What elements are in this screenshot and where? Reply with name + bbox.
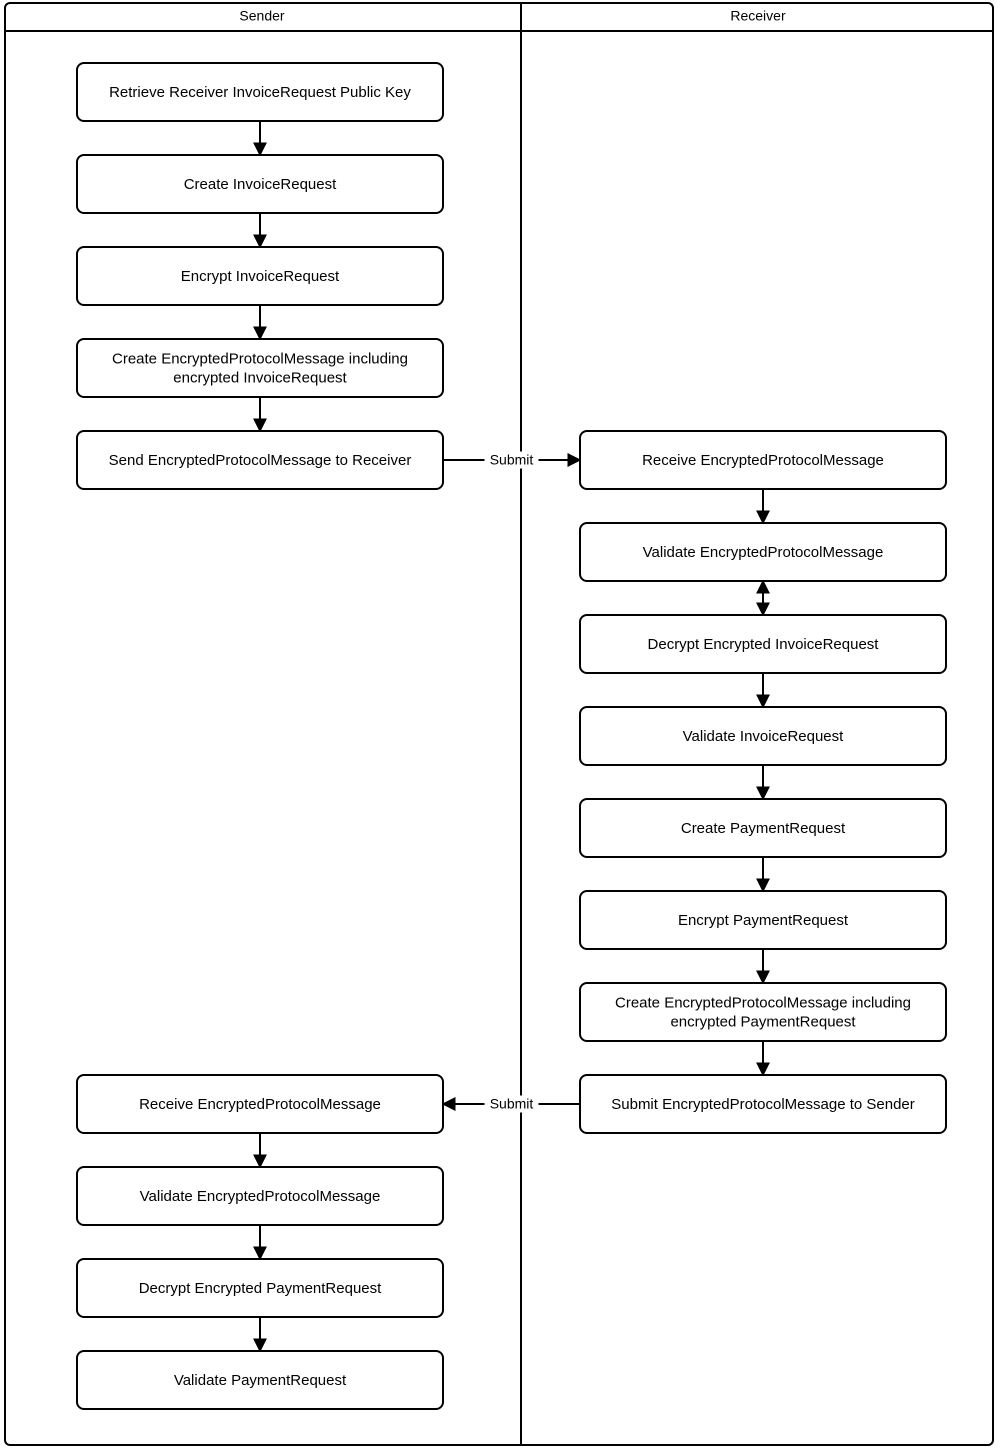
- process-node-s2[interactable]: Create InvoiceRequest: [76, 154, 444, 214]
- node-box[interactable]: [579, 706, 947, 766]
- process-node-r5[interactable]: Create PaymentRequest: [579, 798, 947, 858]
- node-label-line: Receive EncryptedProtocolMessage: [642, 452, 884, 469]
- node-label-line: Receive EncryptedProtocolMessage: [139, 1096, 381, 1113]
- process-node-s7[interactable]: Validate EncryptedProtocolMessage: [76, 1166, 444, 1226]
- node-label-line: encrypted InvoiceRequest: [173, 370, 347, 387]
- node-label-line: Send EncryptedProtocolMessage to Receive…: [109, 452, 412, 469]
- node-label: Retrieve Receiver InvoiceRequest Public …: [109, 84, 411, 101]
- node-label-line: Decrypt Encrypted InvoiceRequest: [648, 636, 880, 653]
- node-label-line: Validate EncryptedProtocolMessage: [643, 544, 884, 561]
- node-label-line: Validate InvoiceRequest: [683, 728, 844, 745]
- process-node-r6[interactable]: Encrypt PaymentRequest: [579, 890, 947, 950]
- edge-label: Submit: [490, 1096, 534, 1112]
- node-box[interactable]: [579, 614, 947, 674]
- node-label: Submit EncryptedProtocolMessage to Sende…: [611, 1096, 915, 1113]
- node-box[interactable]: [76, 430, 444, 490]
- node-label-line: Create PaymentRequest: [681, 820, 846, 837]
- node-box[interactable]: [76, 1350, 444, 1410]
- node-box[interactable]: [76, 1074, 444, 1134]
- edge-label: Submit: [490, 452, 534, 468]
- lane-title-receiver: Receiver: [730, 8, 786, 24]
- node-label: Decrypt Encrypted InvoiceRequest: [648, 636, 880, 653]
- process-node-r4[interactable]: Validate InvoiceRequest: [579, 706, 947, 766]
- edge-label-backdrop: [484, 451, 539, 469]
- process-node-s4[interactable]: Create EncryptedProtocolMessage includin…: [76, 338, 444, 398]
- node-label: Validate EncryptedProtocolMessage: [643, 544, 884, 561]
- process-node-r2[interactable]: Validate EncryptedProtocolMessage: [579, 522, 947, 582]
- node-box[interactable]: [579, 890, 947, 950]
- node-label: Encrypt InvoiceRequest: [181, 268, 340, 285]
- node-label: Receive EncryptedProtocolMessage: [139, 1096, 381, 1113]
- node-label: Decrypt Encrypted PaymentRequest: [139, 1280, 382, 1297]
- process-node-s6[interactable]: Receive EncryptedProtocolMessage: [76, 1074, 444, 1134]
- node-label-line: Submit EncryptedProtocolMessage to Sende…: [611, 1096, 915, 1113]
- node-label-line: Encrypt PaymentRequest: [678, 912, 849, 929]
- node-label-line: Create InvoiceRequest: [184, 176, 337, 193]
- node-label: Receive EncryptedProtocolMessage: [642, 452, 884, 469]
- node-box[interactable]: [76, 246, 444, 306]
- node-label: Create EncryptedProtocolMessage includin…: [615, 995, 911, 1031]
- node-label: Validate PaymentRequest: [174, 1372, 347, 1389]
- node-label-line: encrypted PaymentRequest: [670, 1014, 856, 1031]
- process-node-s9[interactable]: Validate PaymentRequest: [76, 1350, 444, 1410]
- lane-title-sender: Sender: [239, 8, 284, 24]
- process-node-r7[interactable]: Create EncryptedProtocolMessage includin…: [579, 982, 947, 1042]
- node-box[interactable]: [579, 430, 947, 490]
- node-box[interactable]: [579, 1074, 947, 1134]
- node-label: Validate InvoiceRequest: [683, 728, 844, 745]
- process-node-s8[interactable]: Decrypt Encrypted PaymentRequest: [76, 1258, 444, 1318]
- node-box[interactable]: [76, 1258, 444, 1318]
- node-box[interactable]: [579, 522, 947, 582]
- nodes-layer: Retrieve Receiver InvoiceRequest Public …: [76, 62, 947, 1410]
- process-node-r1[interactable]: Receive EncryptedProtocolMessage: [579, 430, 947, 490]
- edge-label-backdrop: [484, 1095, 539, 1113]
- node-box[interactable]: [76, 154, 444, 214]
- process-node-r3[interactable]: Decrypt Encrypted InvoiceRequest: [579, 614, 947, 674]
- node-label-line: Create EncryptedProtocolMessage includin…: [615, 995, 911, 1012]
- node-label: Validate EncryptedProtocolMessage: [140, 1188, 381, 1205]
- node-box[interactable]: [76, 338, 444, 398]
- node-label-line: Retrieve Receiver InvoiceRequest Public …: [109, 84, 411, 101]
- node-box[interactable]: [76, 1166, 444, 1226]
- process-node-s5[interactable]: Send EncryptedProtocolMessage to Receive…: [76, 430, 444, 490]
- node-box[interactable]: [579, 982, 947, 1042]
- node-label: Create InvoiceRequest: [184, 176, 337, 193]
- node-label-line: Create EncryptedProtocolMessage includin…: [112, 351, 408, 368]
- process-node-s1[interactable]: Retrieve Receiver InvoiceRequest Public …: [76, 62, 444, 122]
- node-label: Send EncryptedProtocolMessage to Receive…: [109, 452, 412, 469]
- node-label-line: Validate EncryptedProtocolMessage: [140, 1188, 381, 1205]
- node-box[interactable]: [579, 798, 947, 858]
- node-label: Create PaymentRequest: [681, 820, 846, 837]
- node-label-line: Encrypt InvoiceRequest: [181, 268, 340, 285]
- node-box[interactable]: [76, 62, 444, 122]
- node-label-line: Decrypt Encrypted PaymentRequest: [139, 1280, 382, 1297]
- process-node-r8[interactable]: Submit EncryptedProtocolMessage to Sende…: [579, 1074, 947, 1134]
- node-label: Encrypt PaymentRequest: [678, 912, 849, 929]
- process-node-s3[interactable]: Encrypt InvoiceRequest: [76, 246, 444, 306]
- node-label: Create EncryptedProtocolMessage includin…: [112, 351, 408, 387]
- node-label-line: Validate PaymentRequest: [174, 1372, 347, 1389]
